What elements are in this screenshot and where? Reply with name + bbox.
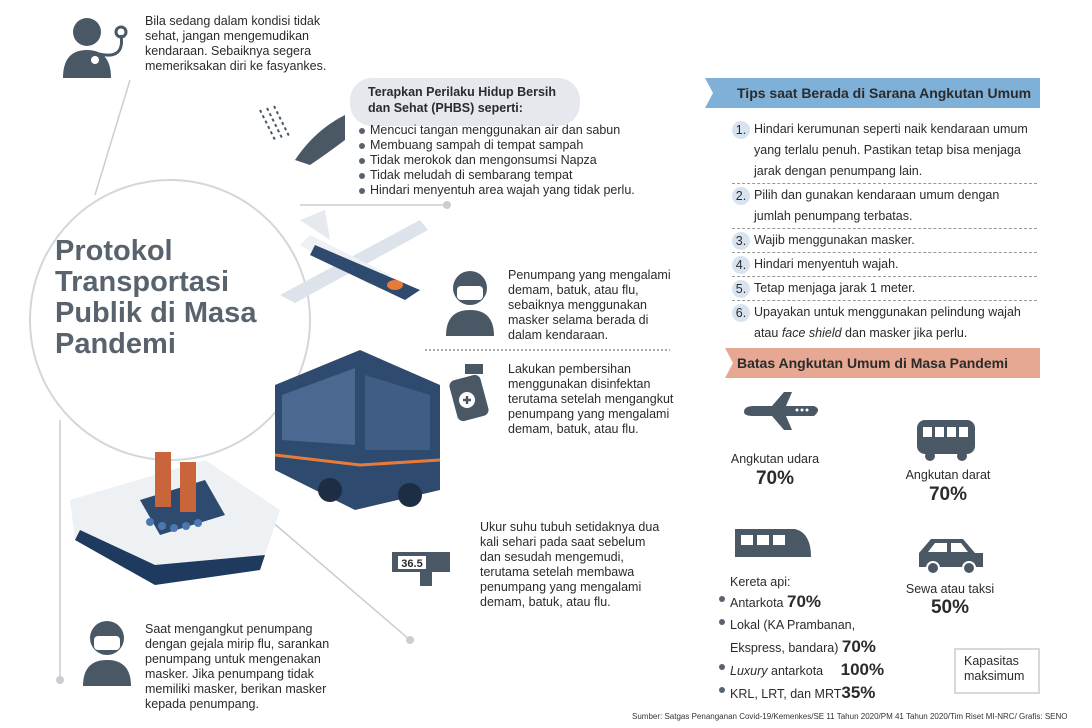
train-item: Luxury antarkota 100% — [717, 659, 907, 682]
airplane-icon — [744, 392, 818, 430]
bus-icon — [917, 420, 975, 461]
tips-heading: Tips saat Berada di Sarana Angkutan Umum — [705, 78, 1040, 108]
train-icon — [735, 529, 811, 557]
phbs-list: Mencuci tangan menggunakan air dan sabun… — [357, 123, 635, 198]
tip-text: Tetap menjaga jarak 1 meter. — [754, 281, 916, 295]
land-value: 70% — [928, 484, 968, 505]
train-item-value: 100% — [840, 660, 885, 679]
tip-number: 1. — [732, 121, 750, 139]
train-item-value: 70% — [786, 592, 822, 611]
masked-person-icon — [446, 271, 494, 336]
tip-text-em: face shield — [781, 326, 842, 340]
air-label: Angkutan udara — [730, 452, 820, 466]
tip-item: 1.Hindari kerumunan seperti naik kendara… — [732, 118, 1037, 184]
tip-text: Upayakan untuk menggunakan pelindung waj… — [754, 302, 1037, 344]
disinfect-note: Lakukan pembersihan menggunakan disinfek… — [508, 362, 674, 436]
air-value: 70% — [755, 468, 795, 489]
handwash-icon — [259, 105, 345, 165]
phbs-item: Tidak merokok dan mengonsumsi Napza — [357, 153, 635, 168]
tips-list: 1.Hindari kerumunan seperti naik kendara… — [732, 118, 1037, 345]
train-item: Lokal (KA Prambanan, Ekspress, bandara) … — [717, 614, 907, 659]
tip-item: 5. Tetap menjaga jarak 1 meter. — [732, 277, 1037, 301]
train-item: KRL, LRT, dan MRT35% — [717, 682, 907, 705]
bus-illustration — [274, 350, 441, 510]
train-label: Kereta api: — [730, 575, 791, 589]
tip-item: 4. Hindari menyentuh wajah. — [732, 253, 1037, 277]
doctor-stethoscope-icon — [63, 18, 128, 78]
phbs-heading: Terapkan Perilaku Hidup Bersih dan Sehat… — [350, 78, 580, 126]
tip-text-b: dan masker jika perlu. — [841, 326, 968, 340]
tip-number: 4. — [732, 256, 750, 274]
tip-number: 5. — [732, 280, 750, 298]
train-item-label: Lokal (KA Prambanan, Ekspress, bandara) — [730, 618, 856, 655]
land-label: Angkutan darat — [905, 468, 991, 482]
passenger-note: Saat mengangkut penumpang dengan gejala … — [145, 622, 330, 711]
train-item-label: antarkota — [767, 664, 824, 678]
tip-text: Wajib menggunakan masker. — [754, 233, 915, 247]
tip-text-a: Upayakan untuk menggunakan pelindung waj… — [754, 305, 1021, 340]
train-item-label: KRL, LRT, dan MRT — [730, 687, 842, 701]
airplane-illustration — [280, 210, 428, 303]
taxi-car-icon — [919, 539, 983, 575]
train-item: Antarkota 70% — [717, 591, 907, 614]
thermometer-reading: 36.5 — [401, 558, 422, 570]
phbs-item: Tidak meludah di sembarang tempat — [357, 168, 635, 183]
phbs-item: Membuang sampah di tempat sampah — [357, 138, 635, 153]
tip-item: 2.Pilih dan gunakan kendaraan umum denga… — [732, 184, 1037, 229]
taxi-value: 50% — [930, 597, 970, 618]
temperature-note: Ukur suhu tubuh setidaknya dua kali seha… — [480, 520, 660, 609]
tip-item: 6.Upayakan untuk menggunakan pelindung w… — [732, 301, 1037, 345]
phbs-item: Hindari menyentuh area wajah yang tidak … — [357, 183, 635, 198]
tip-number: 3. — [732, 232, 750, 250]
train-item-label-em: Luxury — [730, 664, 768, 678]
tip-text: Hindari menyentuh wajah. — [754, 257, 899, 271]
ship-illustration — [70, 452, 280, 585]
tip-number: 6. — [732, 304, 750, 322]
sick-driver-note: Bila sedang dalam kondisi tidak sehat, j… — [145, 14, 327, 73]
train-item-label: Antarkota — [730, 596, 787, 610]
phbs-item: Mencuci tangan menggunakan air dan sabun — [357, 123, 635, 138]
mask-note: Penumpang yang mengalami demam, batuk, a… — [508, 268, 671, 342]
page-title: Protokol Transportasi Publik di Masa Pan… — [55, 235, 257, 360]
train-item-value: 70% — [841, 637, 876, 656]
train-list: Antarkota 70% Lokal (KA Prambanan, Ekspr… — [717, 591, 907, 705]
masked-passenger-icon — [83, 621, 131, 686]
train-item-value: 35% — [841, 683, 876, 702]
legend-box: Kapasitas maksimum — [954, 648, 1040, 694]
limits-heading: Batas Angkutan Umum di Masa Pandemi — [725, 348, 1040, 378]
tip-text: Hindari kerumunan seperti naik kendaraan… — [754, 122, 1028, 178]
tip-text: Pilih dan gunakan kendaraan umum dengan … — [754, 188, 1000, 223]
taxi-label: Sewa atau taksi — [905, 582, 995, 596]
tip-item: 3. Wajib menggunakan masker. — [732, 229, 1037, 253]
thermometer-gun-icon: 36.5 — [392, 552, 450, 586]
tip-number: 2. — [732, 187, 750, 205]
disinfectant-bottle-icon — [449, 364, 489, 422]
source-credit: Sumber: Satgas Penanganan Covid-19/Kemen… — [632, 712, 1068, 721]
